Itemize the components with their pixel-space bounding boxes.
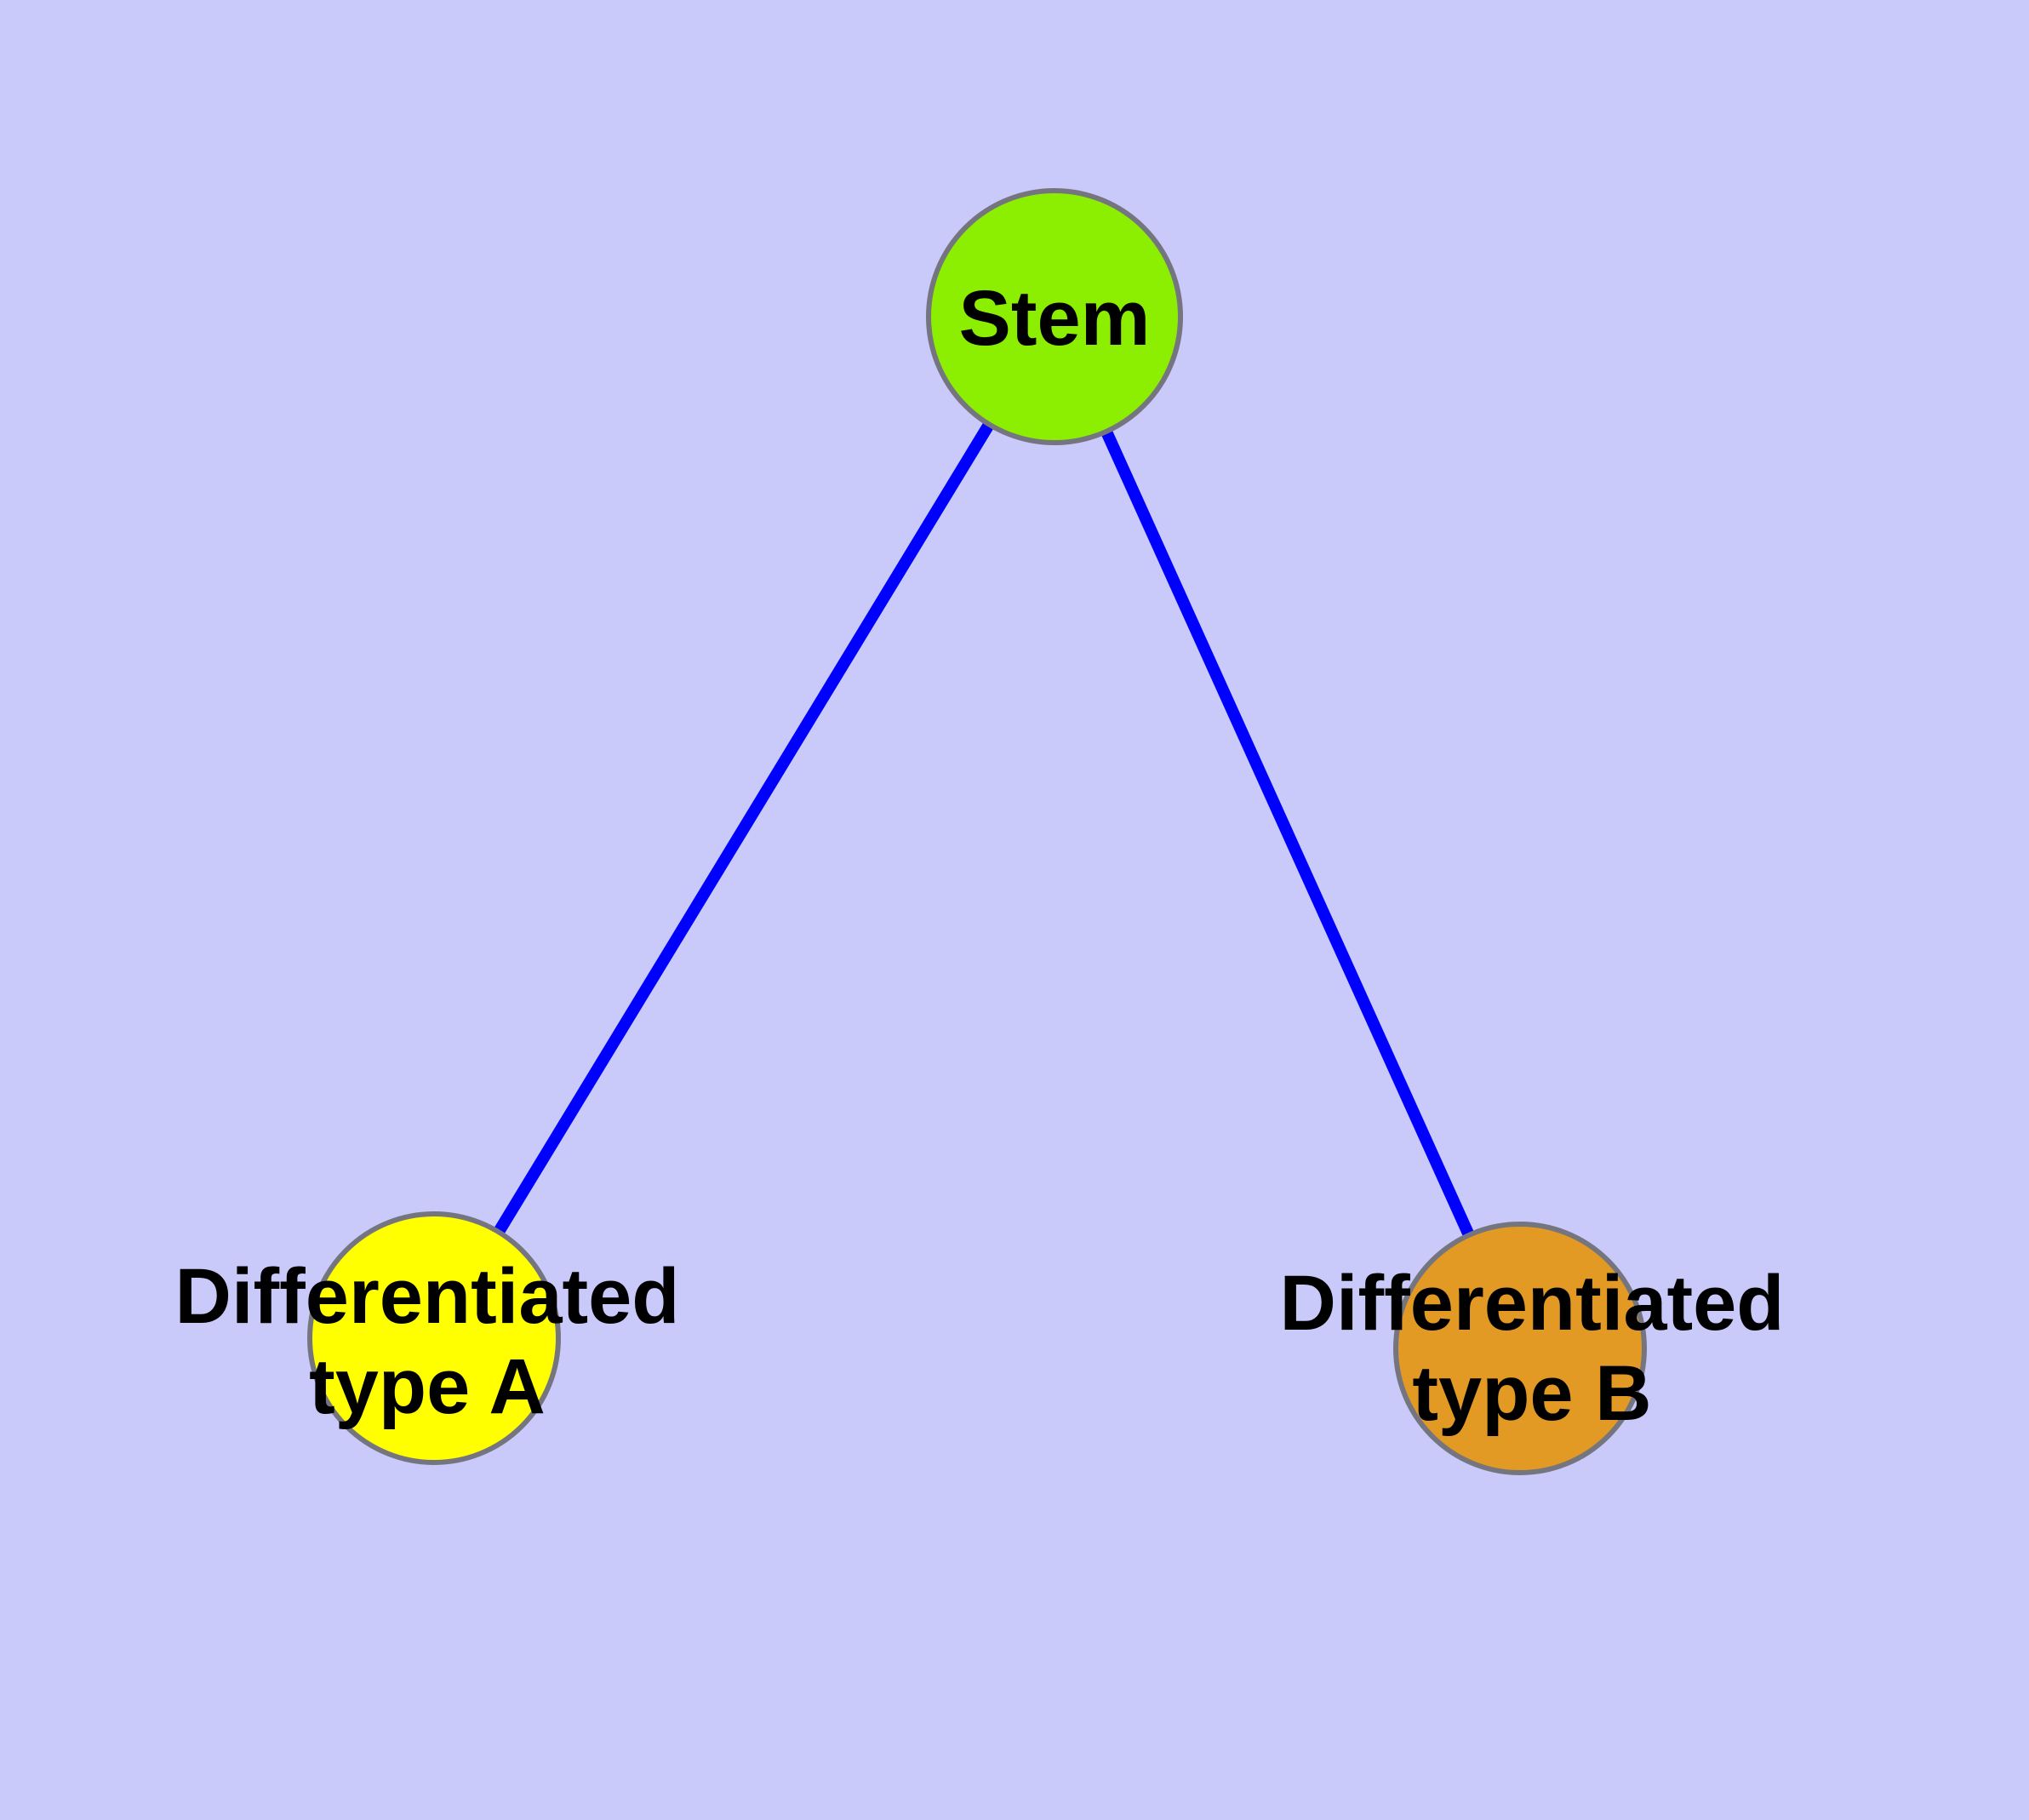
node-label-type-a-line1: Differentiated: [174, 1253, 680, 1340]
node-stem: [926, 188, 1183, 445]
node-differentiated-type-b: [1393, 1222, 1647, 1475]
edge-stem-to-type-a: [429, 313, 1060, 1342]
node-label-type-a-line2: type A: [309, 1343, 546, 1430]
node-label-stem: Stem: [959, 273, 1151, 363]
edge-stem-to-type-b: [1049, 314, 1526, 1351]
node-label-type-b-line2: type B: [1412, 1350, 1652, 1437]
node-label-differentiated-type-b: Differentiated type B: [1280, 1258, 1785, 1439]
node-differentiated-type-a: [307, 1211, 561, 1465]
node-label-stem-text: Stem: [958, 275, 1151, 362]
node-label-type-b-line1: Differentiated: [1279, 1260, 1785, 1347]
node-label-differentiated-type-a: Differentiated type A: [175, 1251, 680, 1432]
